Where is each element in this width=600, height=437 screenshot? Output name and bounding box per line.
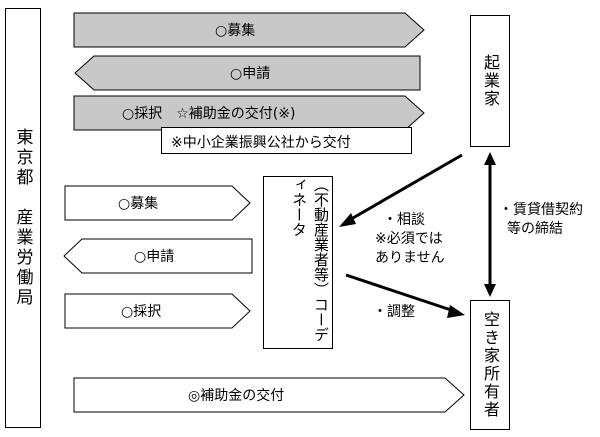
arrow-label-recruit-top: ○募集 xyxy=(215,23,256,39)
public-corp-note: ※中小企業振興公社から交付 xyxy=(171,135,351,151)
public-corp-note-box: ※中小企業振興公社から交付 xyxy=(161,127,412,154)
connector-coordinator-owner xyxy=(345,273,458,314)
entrepreneur-box: 起業家 xyxy=(470,15,510,147)
consult-note: ・相談 ※必須では ありません xyxy=(375,211,445,268)
arrow-apply-mid xyxy=(63,238,253,274)
arrow-apply-top xyxy=(74,55,421,91)
consult-line-3: ありません xyxy=(375,250,445,266)
arrow-label-apply-top: ○申請 xyxy=(230,66,271,82)
tokyo-bureau-box: 東京都 産業労働局 xyxy=(5,8,41,428)
arrow-label-adopt-mid: ○採択 xyxy=(121,304,162,320)
adjust-note: ・調整 xyxy=(373,304,415,320)
arrow-adopt-top xyxy=(73,95,425,131)
owner-label: 空き家所有者 xyxy=(481,311,500,419)
arrow-label-recruit-mid: ○募集 xyxy=(118,196,159,212)
arrowhead-down xyxy=(484,284,496,297)
arrow-label-apply-mid: ○申請 xyxy=(134,249,175,265)
arrow-recruit-mid xyxy=(64,185,251,221)
arrow-subsidy-bottom xyxy=(73,377,465,413)
arrow-adopt-mid xyxy=(64,293,251,329)
arrow-label-subsidy-bottom: ◎補助金の交付 xyxy=(188,388,285,404)
lease-note: ・賃貸借契約 等の締結 xyxy=(499,201,583,239)
consult-line-2: ※必須では xyxy=(375,231,443,247)
arrowhead-to-coordinator xyxy=(339,213,356,227)
arrow-recruit-top xyxy=(73,12,425,48)
arrow-label-adopt-top: ○採択 ☆補助金の交付(※) xyxy=(122,106,296,122)
tokyo-bureau-label: 東京都 産業労働局 xyxy=(12,128,33,308)
lease-line-2: 等の締結 xyxy=(507,221,563,237)
connector-entrepreneur-coordinator xyxy=(345,153,463,224)
consult-line-1: ・相談 xyxy=(383,212,425,228)
arrowhead-up xyxy=(484,152,496,165)
arrowhead-to-owner xyxy=(447,305,465,318)
owner-box: 空き家所有者 xyxy=(470,300,510,430)
lease-line-1: ・賃貸借契約 xyxy=(499,202,583,218)
entrepreneur-label: 起業家 xyxy=(481,54,500,108)
coordinator-label: （不動産業者等）コーディネータ xyxy=(290,177,330,342)
coordinator-box: （不動産業者等）コーディネータ xyxy=(263,176,333,349)
